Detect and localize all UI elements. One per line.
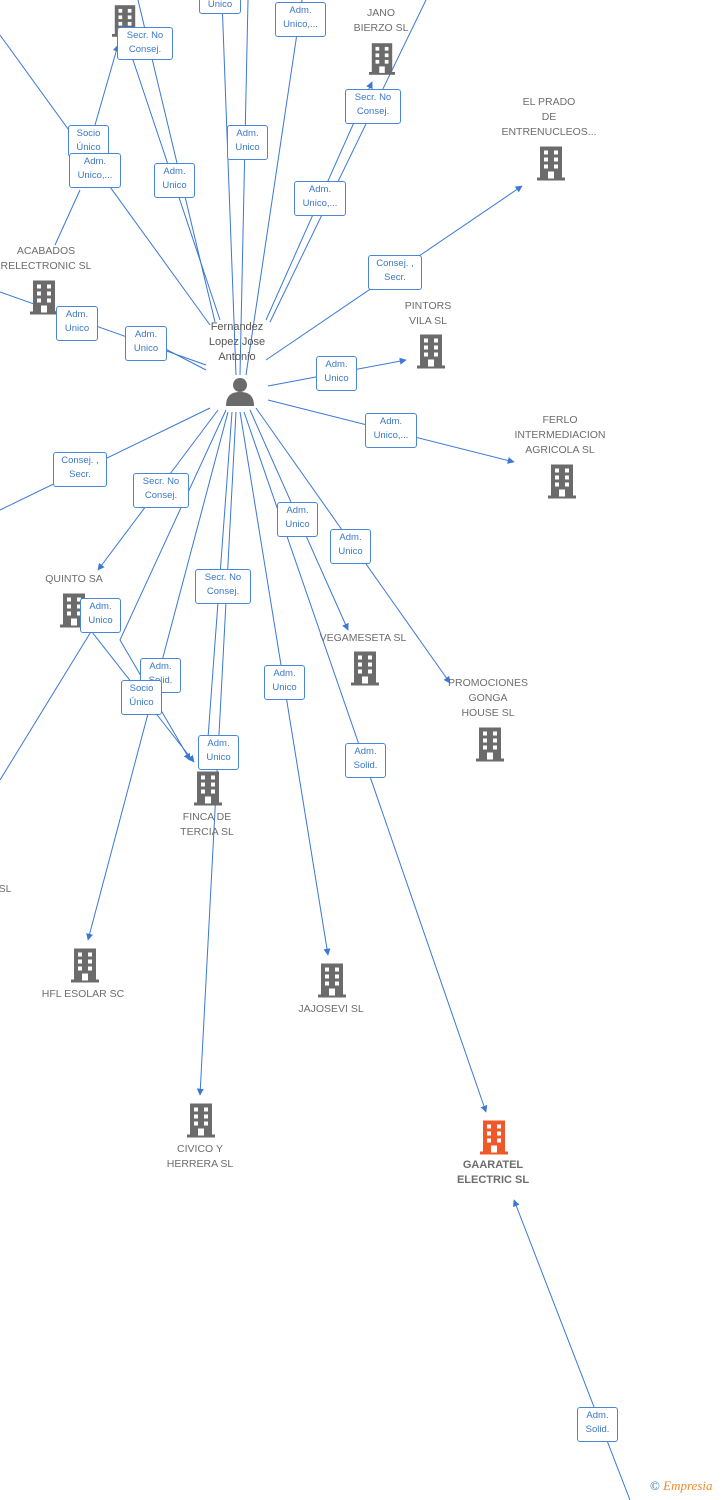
role-box[interactable]: Secr. No Consej. [345,89,401,124]
company-label-finca[interactable]: FINCA DE TERCIA SL [180,811,234,838]
company-label-vegameseta[interactable]: VEGAMESETA SL [319,632,407,644]
role-box[interactable]: Socio Único [68,125,109,157]
company-label-promociones[interactable]: PROMOCIONES GONGA HOUSE SL [448,677,528,719]
role-box[interactable]: Adm. Unico [125,326,167,361]
company-label-gaaratel[interactable]: GAARATEL ELECTRIC SL [456,1159,530,1186]
role-box[interactable]: Adm. Unico [198,735,239,770]
edge-top-unico-2 [239,0,249,376]
edge-topco-socio [94,44,120,126]
edge-finca-3 [119,409,227,761]
building-icon[interactable] [194,771,222,806]
building-icon[interactable] [476,727,504,762]
company-label-quinto[interactable]: QUINTO SA [45,573,103,585]
role-box[interactable]: Adm. Solid. [577,1407,618,1442]
role-box[interactable]: Adm. Unico [330,529,371,564]
role-box[interactable]: Adm. Unico [80,598,121,633]
role-box[interactable]: Adm. Unico,... [69,153,121,188]
copyright-symbol: © [650,1478,660,1493]
role-box[interactable]: Adm. Unico [264,665,305,700]
role-box[interactable]: Adm. Unico,... [365,413,417,448]
building-icon[interactable] [548,464,576,499]
role-box[interactable]: Adm. Unico [227,125,268,160]
edge-jano-2 [269,0,427,323]
company-label-hfl[interactable]: HFL ESOLAR SC [41,988,125,1000]
role-box[interactable]: Secr. No Consej. [195,569,251,604]
building-icon-highlight[interactable] [480,1120,508,1155]
edge-offscreen-left-2 [54,189,81,246]
role-box[interactable]: Consej. , Secr. [368,255,422,290]
role-box[interactable]: Socio Único [121,680,162,715]
company-label-jano[interactable]: JANO BIERZO SL [353,7,409,34]
building-icon[interactable] [369,43,395,75]
building-icon[interactable] [71,948,99,983]
building-icon[interactable] [417,334,445,369]
edge-top-unico [221,0,237,376]
company-label-civico[interactable]: CIVICO Y HERRERA SL [166,1143,234,1170]
building-icon[interactable] [351,651,379,686]
person-name[interactable]: Fernandez Lopez Jose Antonio [208,321,266,363]
role-box[interactable]: Adm. Unico [56,306,98,341]
company-label-ferlo[interactable]: FERLO INTERMEDIACION AGRICOLA SL [514,414,606,456]
company-label-pintors[interactable]: PINTORS VILA SL [404,300,452,327]
role-box[interactable]: Secr. No Consej. [117,27,173,60]
edge-adm-unico-top [245,0,303,376]
role-box[interactable]: Adm. Unico,... [294,181,346,216]
company-label-left-sl[interactable]: SL [0,883,12,895]
role-box[interactable]: Consej. , Secr. [53,452,107,487]
role-box[interactable]: Adm. Unico [316,356,357,391]
building-icon[interactable] [30,280,58,315]
building-icon[interactable] [318,963,346,998]
role-box[interactable]: Adm. Solid. [345,743,386,778]
person-icon[interactable] [226,378,254,406]
company-label-acabados[interactable]: ACABADOS RELECTRONIC SL [0,245,92,272]
brand-initial: E [663,1478,672,1493]
company-label-jajosevi[interactable]: JAJOSEVI SL [298,1003,364,1015]
role-box[interactable]: Adm. Unico [154,163,195,198]
copyright: © Empresia [650,1478,713,1494]
role-box[interactable]: Unico [199,0,241,14]
building-icon[interactable] [537,146,565,181]
role-box[interactable]: Secr. No Consej. [133,473,189,508]
role-box[interactable]: Adm. Unico,... [275,2,326,37]
edge-gaaratel-2 [513,1199,631,1500]
company-label-elprado[interactable]: EL PRADO DE ENTRENUCLEOS... [501,96,597,138]
role-box[interactable]: Adm. Unico [277,502,318,537]
brand-name: mpresia [671,1478,713,1493]
edge-left-sl [0,629,93,781]
building-icon[interactable] [187,1103,215,1138]
